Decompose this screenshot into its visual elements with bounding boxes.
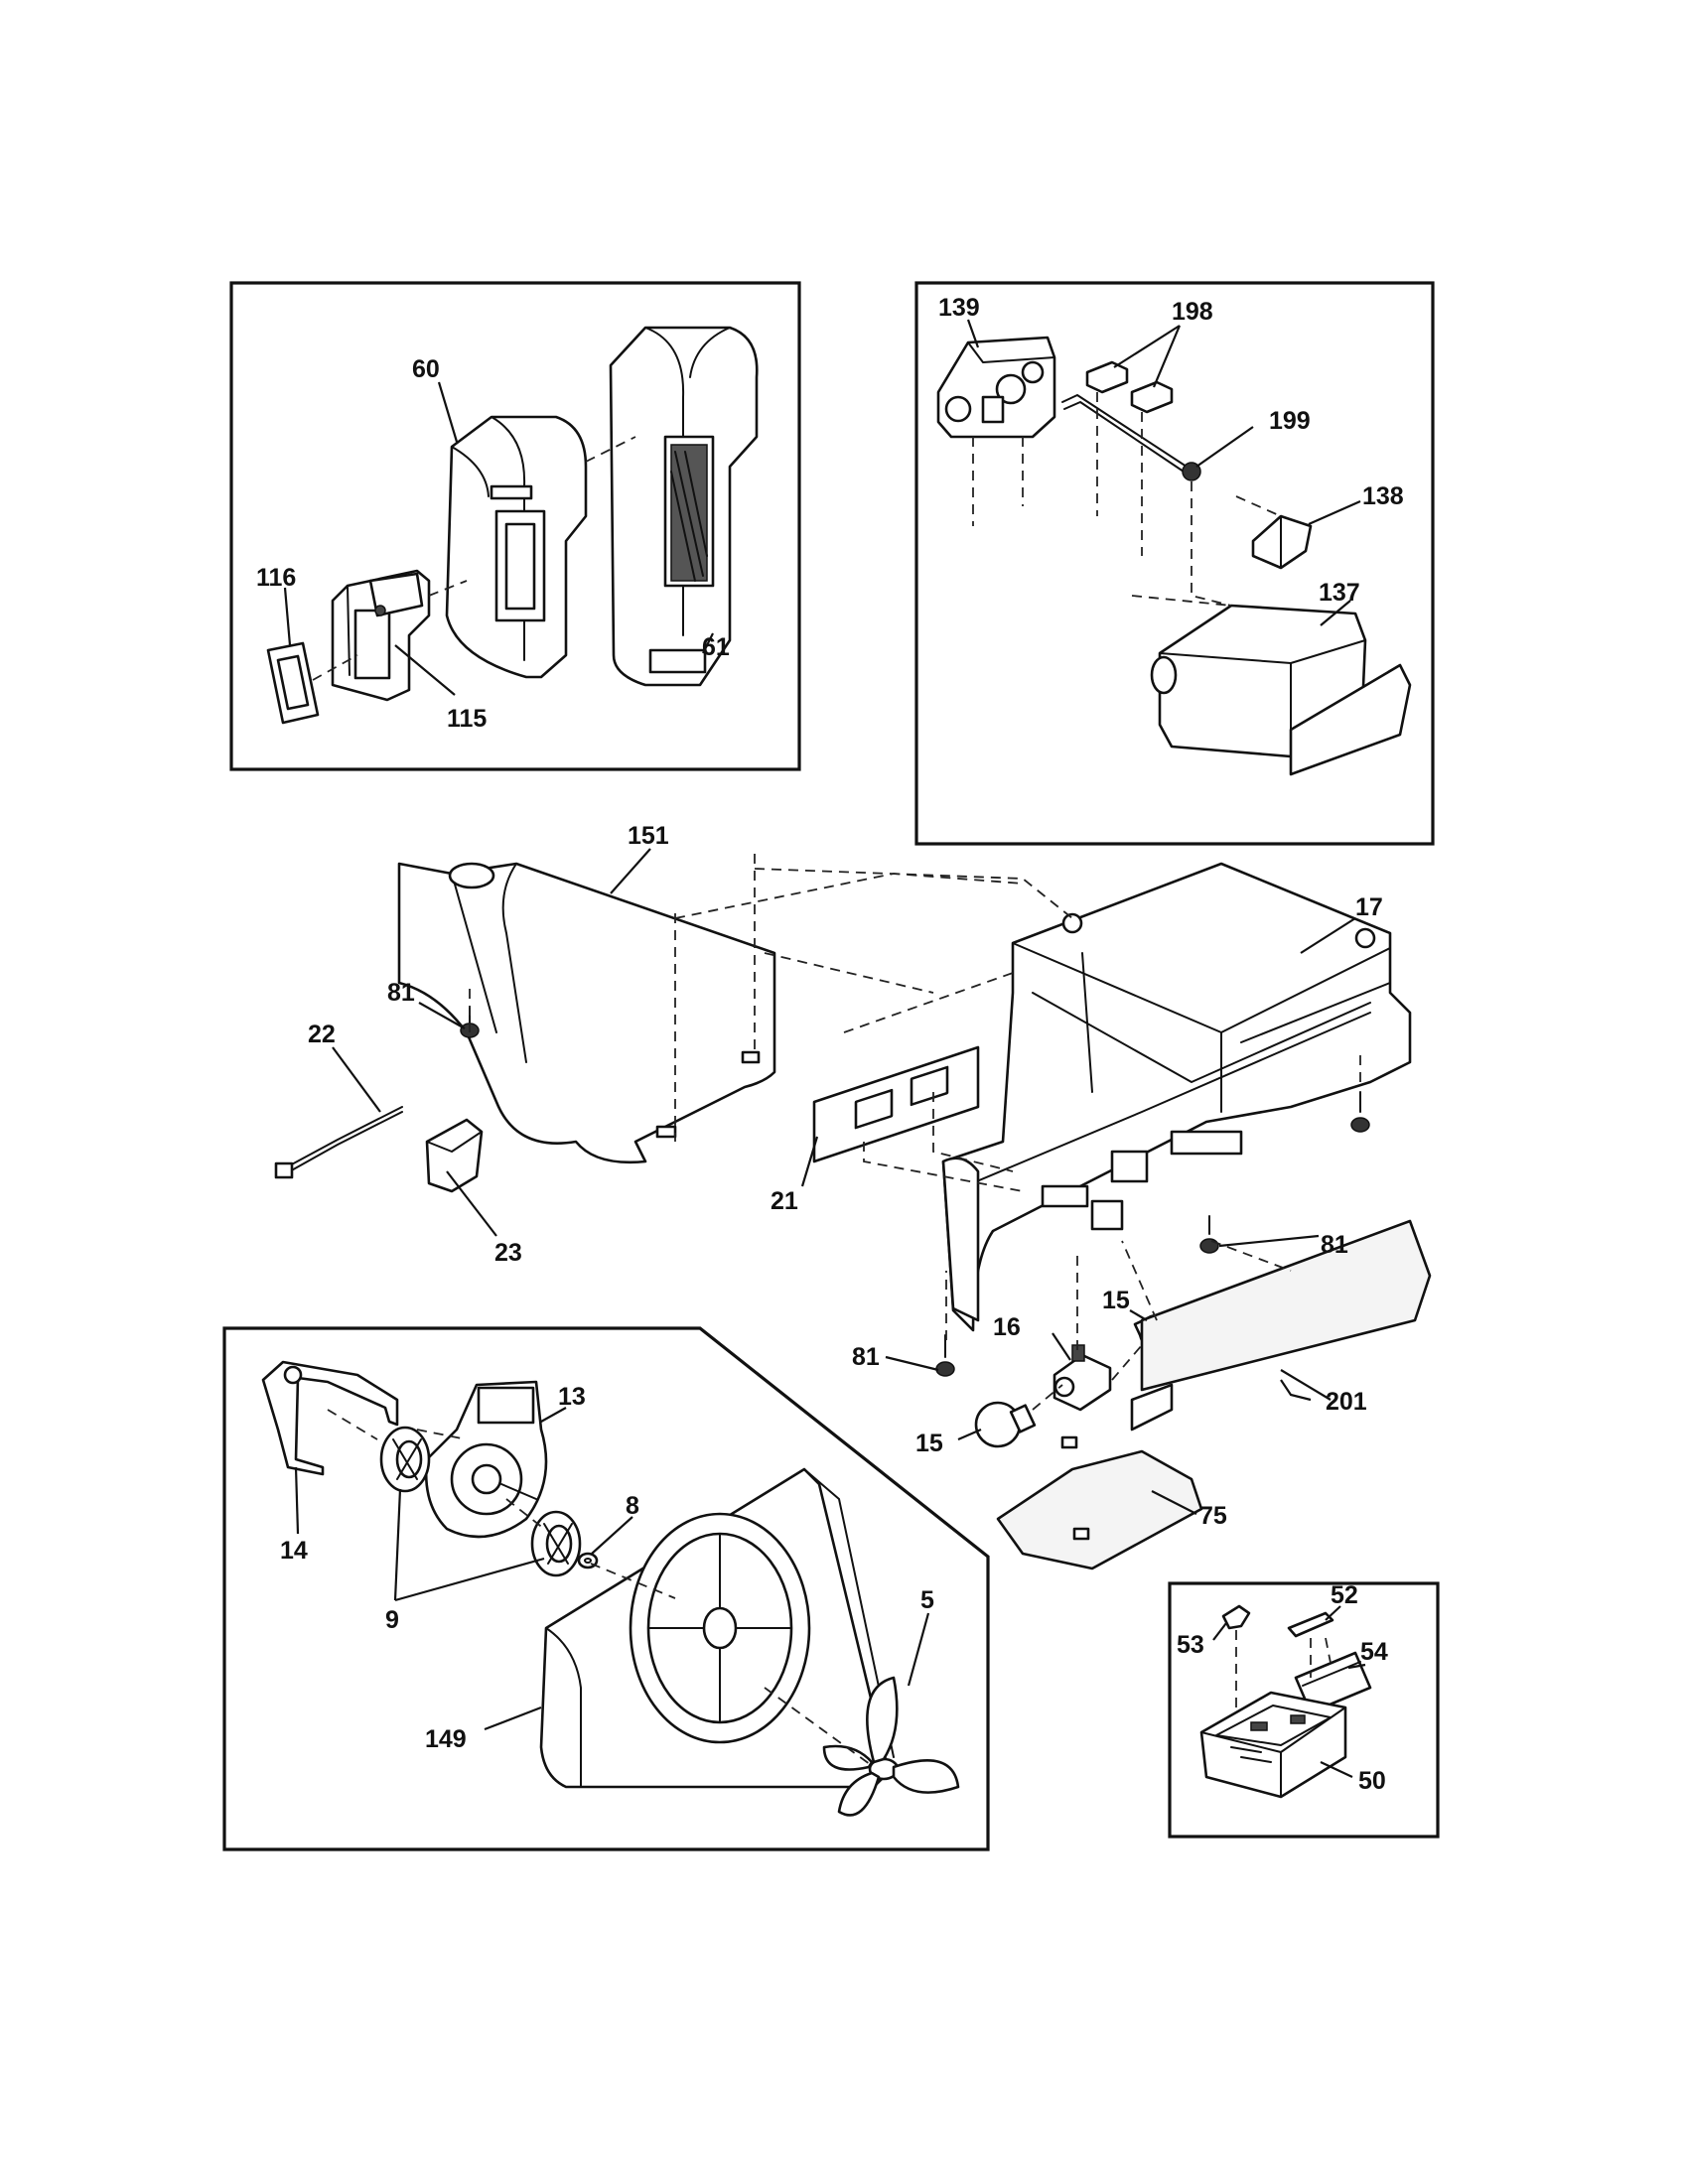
callout-53: 53 [1177,1631,1204,1659]
part-52-strip [1287,1611,1334,1638]
callout-52: 52 [1331,1581,1358,1609]
part-137-reservoir [1150,604,1412,776]
part-15-bulb-b [974,1401,1037,1448]
part-17-housing [941,862,1412,1332]
part-81-screw-c [1199,1091,1370,1254]
part-75-panel [996,1435,1203,1570]
part-61-housing [609,326,759,687]
callout-139: 139 [938,294,980,322]
panel-frame-bottom-left [222,1326,990,1851]
callout-5: 5 [920,1586,934,1614]
center-dispenser-assembly: 151 17 81 22 23 21 81 81 15 16 15 201 75 [274,822,1432,1570]
callout-23: 23 [494,1239,522,1267]
panel-water-system: 139 198 199 138 137 [914,281,1435,846]
part-22-probe [274,1106,403,1179]
part-115-actuator [331,569,431,702]
part-14-bracket [261,1360,399,1476]
callout-22: 22 [308,1021,336,1048]
part-50-tray [1199,1691,1347,1799]
part-5-fan-blade [822,1676,960,1817]
part-151-chute [397,862,776,1164]
callout-50: 50 [1358,1767,1386,1795]
part-116-gasket [266,641,320,725]
panel-ice-chute: 60 116 115 61 [229,281,801,771]
callout-21: 21 [771,1187,798,1215]
part-9-bearing-b [530,1510,582,1577]
panel-frame-top-right [914,281,1435,846]
callout-61: 61 [702,633,730,661]
callout-201: 201 [1326,1388,1367,1416]
part-23-cover [425,1118,484,1193]
callout-199: 199 [1269,407,1311,435]
panel-frame-top-left [229,281,801,771]
callout-9: 9 [385,1606,399,1634]
part-201-lens [1130,1219,1432,1432]
callout-116: 116 [256,564,296,592]
part-138-bracket [1251,514,1313,570]
panel-frame-bottom-right [1168,1581,1440,1839]
part-139-valve [936,336,1056,439]
callout-13: 13 [558,1383,586,1411]
part-149-shroud [539,1467,895,1789]
callout-81-b: 81 [1321,1231,1348,1259]
callout-198: 198 [1172,298,1213,326]
callout-14: 14 [280,1537,308,1565]
callout-60: 60 [412,355,440,383]
callout-8: 8 [626,1492,639,1520]
part-21-display-board [812,1045,980,1163]
callout-137: 137 [1319,579,1360,607]
callout-75: 75 [1199,1502,1227,1530]
callout-16: 16 [993,1313,1021,1341]
callout-115: 115 [447,705,487,733]
part-16-socket [1052,1344,1112,1412]
callout-17: 17 [1355,893,1383,921]
part-81-screw-b [935,1334,955,1377]
part-9-bearing-a [379,1426,431,1493]
callout-81-c: 81 [852,1343,880,1371]
part-199-wire [1061,394,1201,481]
part-53-clip [1221,1604,1251,1630]
panel-fan-assembly: 13 14 8 9 5 149 [222,1326,990,1851]
callout-81-a: 81 [387,979,415,1007]
callout-54: 54 [1360,1638,1388,1666]
callout-15-b: 15 [915,1430,943,1457]
part-13-motor [424,1380,548,1539]
part-60-housing [445,415,588,679]
callout-138: 138 [1362,482,1404,510]
panel-tray: 52 53 54 50 [1168,1581,1440,1839]
callout-15-a: 15 [1102,1287,1130,1314]
callout-149: 149 [425,1725,467,1753]
callout-151: 151 [628,822,669,850]
part-198-clips [1085,360,1174,414]
